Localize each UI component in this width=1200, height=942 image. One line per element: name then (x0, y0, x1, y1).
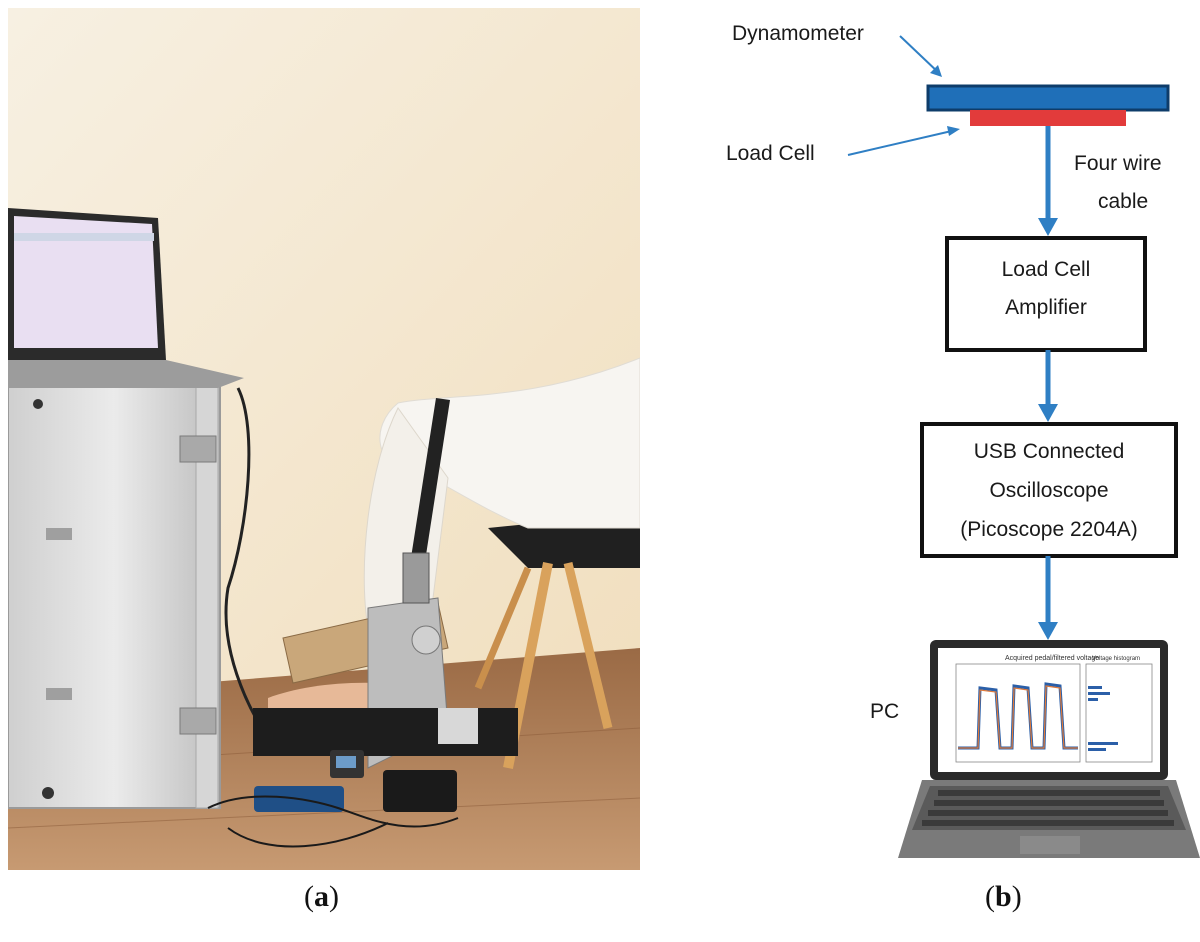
caption-b-letter: b (995, 880, 1012, 913)
dynamometer-label: Dynamometer (732, 22, 864, 45)
block-diagram: Dynamometer Load Cell Four wire cable Lo… (660, 0, 1200, 942)
caption-a-close: ) (329, 880, 339, 913)
caption-a: (a) (304, 880, 339, 914)
right-plot-title: Voltage histogram (1092, 656, 1140, 662)
dynamometer-pointer (899, 35, 941, 75)
filtered-trace (958, 685, 1078, 749)
caption-b-open: ( (985, 880, 995, 913)
load-cell-label: Load Cell (726, 142, 815, 165)
caption-b: (b) (985, 880, 1022, 914)
laptop-illustration: Acquired pedal/filtered voltage Voltage … (898, 640, 1200, 858)
cable-label-line1: Four wire (1074, 152, 1162, 175)
amplifier-line2: Amplifier (1005, 296, 1087, 319)
dynamometer-device (253, 552, 518, 769)
caption-a-letter: a (314, 880, 329, 913)
laptop-photo (8, 208, 244, 388)
caption-a-open: ( (304, 880, 314, 913)
cable-label-line2: cable (1098, 190, 1148, 213)
setup-photo (8, 8, 640, 870)
load-cell-pointer (847, 129, 957, 156)
floor-electronics (207, 750, 459, 848)
amplifier-box (945, 236, 1147, 352)
oscilloscope-line1: USB Connected (974, 440, 1125, 463)
oscilloscope-line2: Oscilloscope (989, 479, 1108, 502)
oscilloscope-line3: (Picoscope 2204A) (960, 518, 1137, 541)
left-plot-title: Acquired pedal/filtered voltage (1005, 655, 1099, 662)
dynamometer-bar (926, 84, 1170, 112)
equipment-case (8, 379, 221, 809)
load-cell-bar (970, 110, 1126, 126)
signal-trace (958, 682, 1078, 750)
amplifier-line1: Load Cell (1002, 258, 1091, 281)
caption-b-close: ) (1011, 880, 1022, 913)
pc-label: PC (870, 700, 899, 723)
